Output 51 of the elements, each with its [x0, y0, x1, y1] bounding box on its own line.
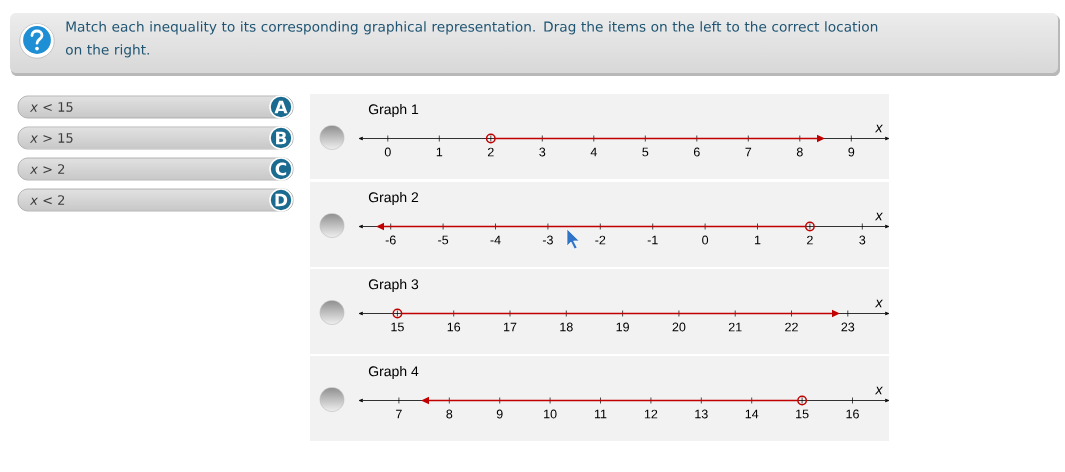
tick-label: -3 — [542, 235, 553, 245]
tick-label: 14 — [745, 409, 759, 419]
tick-label: 7 — [396, 409, 402, 419]
node-label: Graph 3 — [368, 278, 419, 293]
tick-label: 21 — [728, 322, 742, 332]
tick-label: 4 — [590, 147, 597, 157]
axis-label: x — [874, 299, 883, 308]
node-label: Graph 2 — [368, 191, 419, 206]
tick-label: 9 — [848, 147, 855, 157]
tick-label: 22 — [785, 322, 798, 332]
instruction-banner: Match each inequality to its corresponding graphical representation. Drag the items on the left to the correct location on the right. — [10, 13, 1060, 76]
tick-label: 6 — [693, 147, 700, 157]
tick-label: 0 — [702, 235, 709, 245]
tick-label: 15 — [796, 409, 809, 419]
tick-label: 0 — [384, 147, 391, 157]
tick-label: 3 — [859, 235, 866, 245]
tick-label: 11 — [595, 409, 607, 419]
tick-label: 3 — [539, 147, 546, 157]
tick-label: -4 — [490, 235, 501, 245]
tick-label: 13 — [695, 409, 708, 419]
letter-badge: C — [269, 157, 293, 181]
tick-label: 16 — [846, 409, 859, 419]
tick-label: 5 — [642, 147, 649, 157]
tick-label: 7 — [745, 147, 752, 157]
tick-label: -2 — [595, 235, 606, 245]
node-label: Graph 4 — [368, 365, 419, 380]
tick-label: 23 — [841, 322, 855, 332]
axis-label: x — [874, 124, 883, 133]
tick-label: 8 — [796, 147, 803, 157]
tick-label: 17 — [504, 322, 517, 332]
axis-label: x — [874, 386, 883, 395]
tick-label: 2 — [807, 235, 813, 245]
tick-label: 1 — [755, 235, 761, 245]
letter-badge: B — [269, 126, 293, 150]
tick-label: 8 — [446, 409, 453, 419]
tick-label: -6 — [385, 235, 396, 245]
tick-label: 1 — [436, 147, 443, 157]
tick-label: 15 — [391, 322, 404, 332]
letter-badge: A — [269, 95, 293, 119]
tick-label: 12 — [644, 409, 658, 419]
axis-label: x — [874, 212, 883, 221]
tick-label: 20 — [672, 322, 686, 332]
tick-label: -1 — [647, 235, 658, 245]
tick-label: 10 — [544, 409, 557, 419]
tick-label: 9 — [496, 409, 503, 419]
tick-label: 19 — [616, 322, 629, 332]
tick-label: 2 — [487, 147, 494, 157]
tick-label: 16 — [447, 322, 461, 332]
tick-label: 18 — [560, 322, 573, 332]
tick-label: -5 — [438, 235, 449, 245]
letter-badge: D — [269, 188, 293, 212]
